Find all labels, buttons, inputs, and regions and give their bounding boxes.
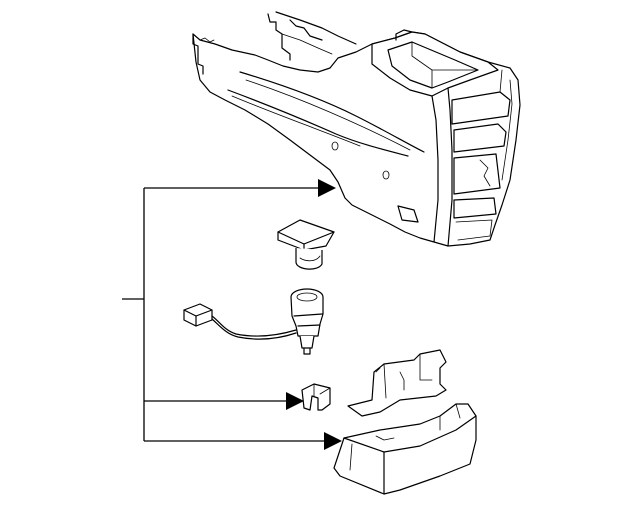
arrow-to-rear-panel xyxy=(324,432,342,450)
callout-leaders xyxy=(122,179,342,450)
power-outlet-socket xyxy=(290,288,324,355)
cup-holder-plug xyxy=(277,219,335,270)
mounting-bracket xyxy=(347,349,447,417)
arrow-to-retainer-clip xyxy=(286,392,304,410)
console-box xyxy=(192,11,521,247)
wire-harness-connector xyxy=(183,303,297,340)
retainer-clip xyxy=(301,383,331,411)
arrow-to-console-box xyxy=(318,179,336,197)
rear-console-panel xyxy=(333,403,477,495)
